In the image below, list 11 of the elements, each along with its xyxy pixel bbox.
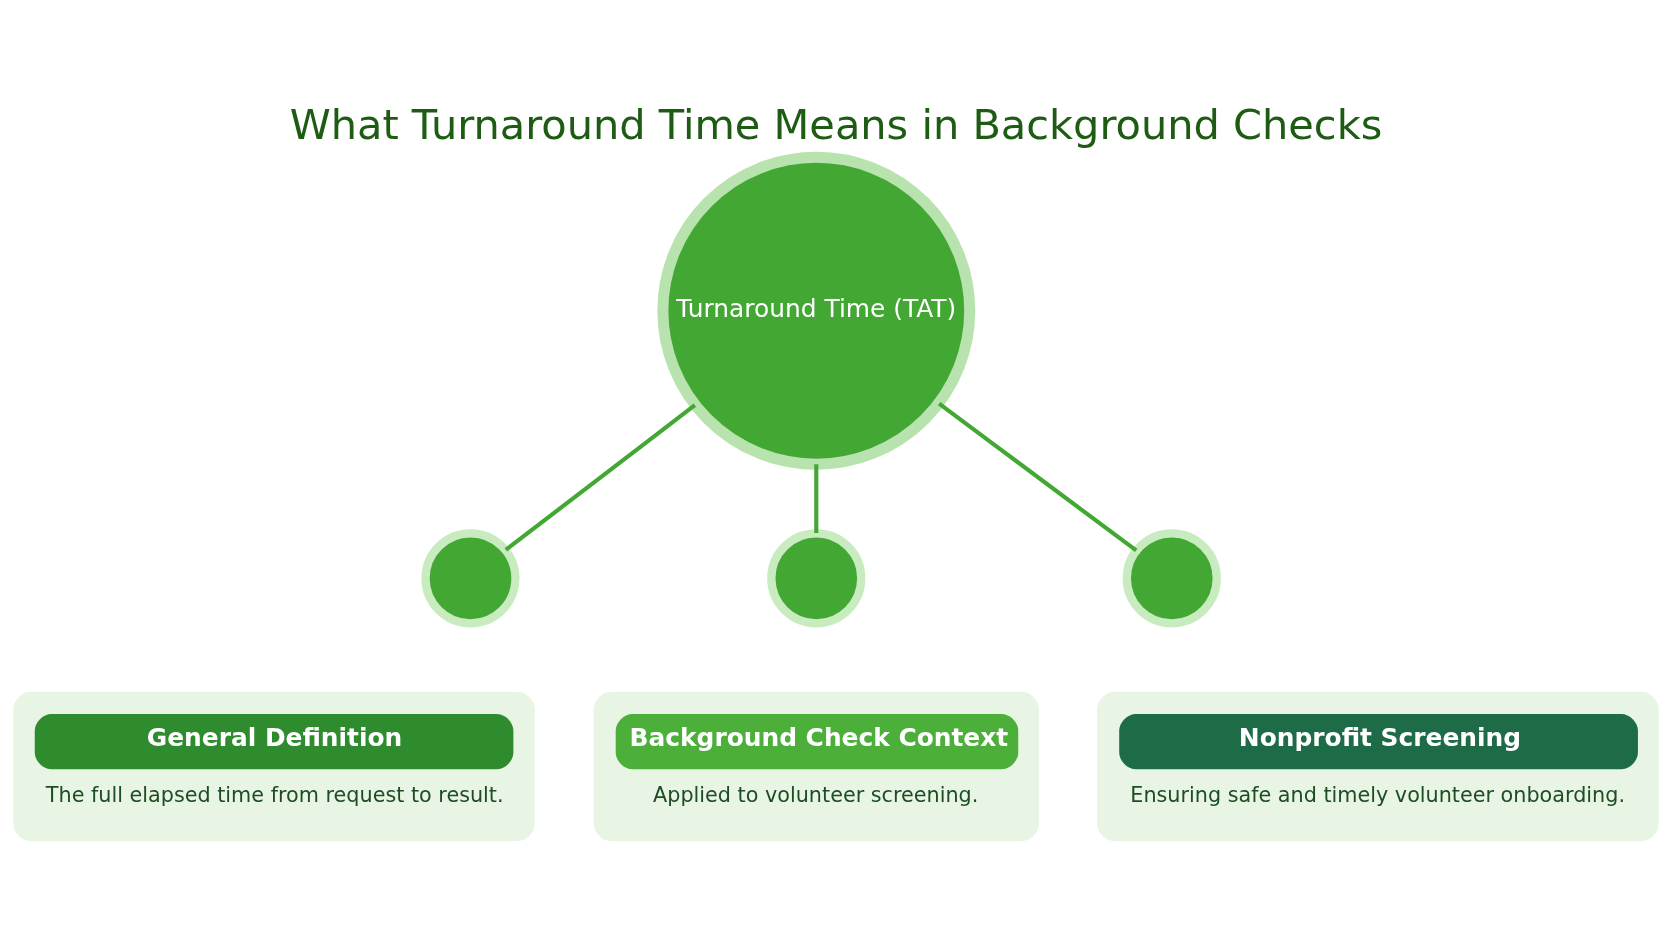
node-box: General Definition The full elapsed time from request to result. <box>13 691 535 842</box>
node-box: Background Check Context Applied to volunteer screening. <box>593 691 1039 842</box>
node-circle <box>421 529 520 628</box>
node-circle <box>767 529 866 628</box>
node-circle: Turnaround Time (TAT) <box>657 151 976 470</box>
node-circle <box>1122 529 1221 628</box>
node-box: Nonprofit Screening Ensuring safe and timely volunteer onboarding. <box>1097 691 1659 842</box>
diagram-title: What Turnaround Time Means in Background Checks <box>289 100 1383 150</box>
connector <box>504 403 697 552</box>
connector <box>814 464 819 533</box>
connector <box>937 401 1138 553</box>
